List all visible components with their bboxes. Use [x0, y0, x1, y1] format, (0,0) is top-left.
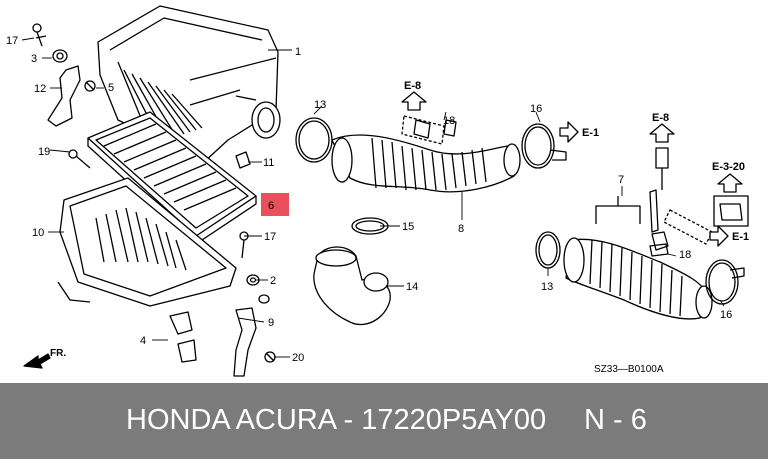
clamp-16-lower: [705, 259, 745, 305]
highlight-part-6: [261, 193, 289, 216]
arrow-e3-20: [717, 173, 743, 193]
intake-duct-8: [331, 134, 521, 193]
arrow-e1-right: [709, 225, 729, 247]
callout-12: 12: [34, 83, 46, 95]
connector-e3-20: [713, 195, 749, 227]
ref-e3-20: E-3-20: [712, 161, 745, 173]
grommet-5-lower: [258, 294, 270, 304]
bolt-20: [264, 351, 276, 363]
bracket-12: [47, 65, 81, 127]
callout-10: 10: [32, 227, 44, 239]
callout-19: 19: [38, 146, 50, 158]
callout-14: 14: [406, 281, 418, 293]
diagram-code: SZ33—B0100A: [594, 364, 664, 375]
bolt-19: [68, 149, 91, 169]
ref-e8-right: E-8: [652, 112, 669, 124]
sensor-bracket-18-left: [401, 115, 457, 145]
callout-4: 4: [140, 335, 146, 347]
intake-tube-7: [563, 196, 713, 320]
callout-11: 11: [263, 157, 274, 169]
callout-5: 5: [108, 82, 114, 94]
callout-16-lower: 16: [720, 309, 732, 321]
ref-front: FR.: [50, 348, 66, 359]
clip-11: [235, 151, 251, 169]
diagram-position-label: N - 6: [584, 404, 647, 436]
reference-labels: E-8 E-8 E-1 E-1 E-3-20 FR.: [50, 80, 749, 359]
bolt-17-top: [32, 23, 47, 47]
clamp-13-middle: [295, 117, 333, 163]
callout-9: 9: [268, 317, 274, 329]
callout-15: 15: [402, 221, 414, 233]
callout-20: 20: [292, 352, 304, 364]
ref-e1-right: E-1: [732, 231, 749, 243]
air-cleaner-lower-housing: [57, 177, 237, 307]
part-number-label: HONDA ACURA - 17220P5AY00: [126, 404, 547, 436]
bolt-5: [84, 80, 96, 92]
parts-diagram: 1 2 3 4 5 6 7 8 9 10 11 12 13 13 14 15 1…: [6, 5, 749, 377]
clamp-16-upper: [521, 123, 567, 169]
sensor-stack-right: [649, 147, 713, 257]
front-arrow-icon: [23, 353, 51, 369]
bracket-9: [233, 307, 257, 377]
callout-labels: 1 2 3 4 5 6 7 8 9 10 11 12 13 13 14 15 1…: [6, 35, 732, 364]
callout-8: 8: [458, 223, 464, 235]
callout-2: 2: [270, 275, 276, 287]
callout-6: 6: [268, 200, 274, 212]
callout-3: 3: [31, 53, 37, 65]
callout-18-right: 18: [679, 249, 691, 261]
leader-lines: [21, 37, 725, 358]
arrow-e8-left: [401, 91, 427, 111]
resonator-14: [313, 246, 391, 326]
ref-e8-left: E-8: [404, 80, 421, 92]
callout-16-upper: 16: [530, 103, 542, 115]
callout-7: 7: [618, 174, 624, 186]
callout-13-middle: 13: [314, 99, 326, 111]
callout-18-left: 18: [443, 115, 455, 127]
callout-13-right: 13: [541, 281, 553, 293]
callout-1: 1: [295, 46, 301, 58]
air-filter-element: [87, 111, 257, 245]
ref-e1-top: E-1: [582, 127, 599, 139]
callout-17-top: 17: [6, 35, 18, 47]
grommet-3: [52, 49, 68, 63]
footer-bar: HONDA ACURA - 17220P5AY00 N - 6: [0, 383, 768, 459]
callout-17-right: 17: [264, 231, 276, 243]
air-cleaner-exploded-view: 1 2 3 4 5 6 7 8 9 10 11 12 13 13 14 15 1…: [6, 5, 749, 377]
arrow-e8-right: [649, 123, 675, 143]
arrow-e1-top: [559, 121, 579, 143]
clamp-13-right: [535, 231, 561, 269]
mounts-4: [169, 311, 197, 363]
